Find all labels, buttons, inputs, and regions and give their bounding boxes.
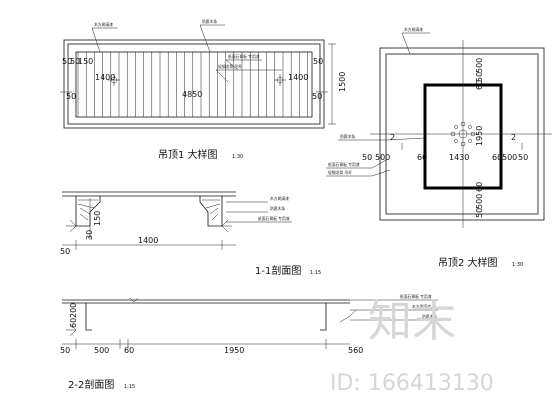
plan1-center-marker-left xyxy=(108,74,120,86)
section1-label-a: 木方刷清漆 xyxy=(270,196,289,201)
section2-title: 2-2剖面图 xyxy=(68,378,114,391)
plan1-label-a: 木方刷清漆 xyxy=(94,22,113,27)
section2-label-a: 纸面石膏板 专用漆 xyxy=(400,294,432,299)
plan2-top-c: 60 xyxy=(475,80,484,90)
plan1-leader-c xyxy=(225,59,239,71)
plan1-inner-right: 1400 xyxy=(288,73,308,82)
plan2-bottom-c: 50 xyxy=(475,208,484,218)
plan1-slats xyxy=(77,52,308,117)
plan2-left-b: 500 xyxy=(375,153,390,162)
section2-dim-3: 1950 xyxy=(224,346,244,355)
plan2-label-d: 防腐木条 xyxy=(340,134,355,139)
plan2-label-b: 纸面石膏板 专用漆 xyxy=(328,162,360,167)
plan1-leader-b xyxy=(199,24,211,53)
plan1-slat-field xyxy=(75,51,313,118)
plan1-label-b: 防腐木条 xyxy=(202,19,217,24)
section2-label-b: 木方刷清漆 xyxy=(412,304,431,309)
section2-left-drop xyxy=(85,303,92,331)
plan1-side-mark-right: 50 xyxy=(312,92,322,101)
section2-dim-1: 500 xyxy=(94,346,109,355)
section2-dim-0: 50 xyxy=(60,346,70,355)
section2-right-drop xyxy=(320,303,327,331)
plan2-label-a: 木方刷清漆 xyxy=(404,27,423,32)
plan2-leader-d xyxy=(387,137,426,141)
plan1-slat-spacing: 50 xyxy=(70,57,80,66)
plan2-label-c: 轻钢龙骨 吊杆 xyxy=(328,170,352,175)
plan1-inner-left: 1400 xyxy=(95,73,115,82)
section1-height-a: 150 xyxy=(93,211,102,226)
watermark-brand: 知末 xyxy=(368,296,456,347)
plan2-bottom-a: 60 xyxy=(475,182,484,192)
section1-drawing: 木方刷清漆 防腐木条 纸面石膏板 专用漆 1400 50 150 30 xyxy=(60,191,292,256)
plan2-left-c: 60 xyxy=(417,153,427,162)
plan1-leader-a xyxy=(91,27,101,53)
section1-right-end xyxy=(199,196,223,227)
plan2-right-a: 60 xyxy=(492,153,502,162)
section1-span: 1400 xyxy=(138,236,158,245)
plan2-leader-a xyxy=(401,32,411,55)
plan1-label-c: 纸面石膏板 专用漆 xyxy=(228,54,260,59)
section1-height-b: 30 xyxy=(85,230,94,240)
section1-edge: 50 xyxy=(60,247,70,256)
plan1-outer-frame xyxy=(63,39,325,129)
plan1-width-dim: 4850 xyxy=(182,90,202,99)
plan2-leader-c xyxy=(371,169,391,177)
section2-dim-4: 560 xyxy=(348,346,363,355)
plan1-label-d: 轻钢龙骨 吊杆 xyxy=(218,64,242,69)
plan1-drawing: 木方刷清漆 防腐木条 纸面石膏板 专用漆 轻钢龙骨 吊杆 50 50 150 1… xyxy=(60,19,347,129)
plan1-center-marker-right xyxy=(274,74,286,86)
plan2-leader-b xyxy=(371,159,387,169)
section1-label-c: 纸面石膏板 专用漆 xyxy=(258,216,290,221)
section1-label-b: 防腐木条 xyxy=(270,206,285,211)
plan2-width-dim: 1430 xyxy=(449,153,469,162)
plan1-slat-width: 150 xyxy=(78,57,93,66)
section2-dim-2: 60 xyxy=(124,346,134,355)
section2-drawing: 纸面石膏板 专用漆 木方刷清漆 防腐木条 50 500 60 1950 560 … xyxy=(60,294,438,355)
plan2-left-a: 50 xyxy=(362,153,372,162)
plan2-bottom-b: 500 xyxy=(475,194,484,209)
plan1-title: 吊顶1 大样图 xyxy=(158,148,218,161)
plan2-drawing: 木方刷清漆 纸面石膏板 专用漆 轻钢龙骨 吊杆 防腐木条 2 2 50 500 … xyxy=(326,27,552,228)
plan2-side-dim: 1950 xyxy=(475,126,484,146)
plan1-scale: 1:30 xyxy=(232,154,243,160)
plan1-inner-frame xyxy=(67,43,321,125)
watermark-id: ID: 166413130 xyxy=(330,371,494,396)
plan1-edge-left: 50 xyxy=(62,57,72,66)
plan2-top-b: 500 xyxy=(475,58,484,73)
section2-left-end-mark xyxy=(66,323,77,337)
section2-height-a: 200 xyxy=(69,303,78,318)
plan2-marker-right: 2 xyxy=(511,133,516,142)
section2-right-end xyxy=(339,309,357,323)
section1-title: 1-1剖面图 xyxy=(255,264,301,277)
section2-scale: 1:15 xyxy=(124,384,135,390)
section2-label-c: 防腐木条 xyxy=(422,314,437,319)
plan2-scale: 1:30 xyxy=(512,262,523,268)
plan2-title: 吊顶2 大样图 xyxy=(438,256,498,269)
plan1-height-dim: 1500 xyxy=(338,72,347,92)
plan2-right-b: 500 xyxy=(502,153,517,162)
plan2-top-a: 50 xyxy=(475,72,484,82)
section2-height-b: 60 xyxy=(69,318,78,328)
plan1-edge-right: 50 xyxy=(313,57,323,66)
plan1-leader-d xyxy=(215,69,229,83)
plan1-side-mark-left: 50 xyxy=(66,92,76,101)
section2-mid-mark xyxy=(129,297,139,303)
plan2-center-rosette xyxy=(450,121,476,147)
plan2-marker-left: 2 xyxy=(390,133,395,142)
plan2-right-c: 50 xyxy=(518,153,528,162)
section1-scale: 1:15 xyxy=(310,270,321,276)
